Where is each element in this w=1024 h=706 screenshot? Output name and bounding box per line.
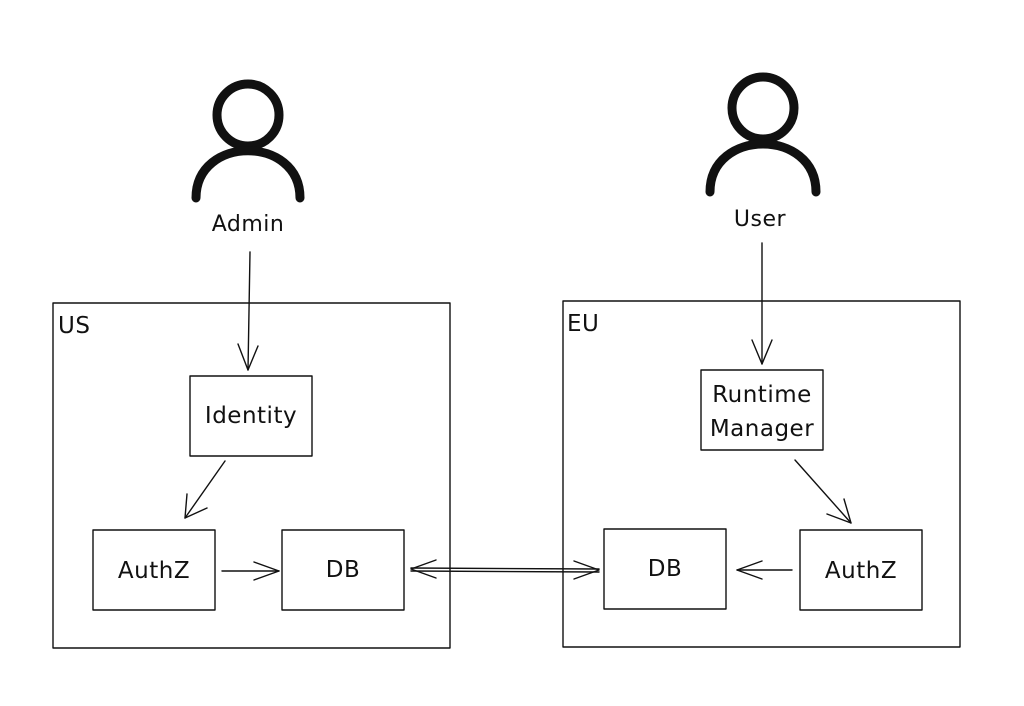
admin-actor[interactable]: Admin <box>191 79 305 237</box>
us-db-label: DB <box>326 557 361 583</box>
us-authz-label: AuthZ <box>118 558 190 584</box>
us-db-box <box>281 529 405 611</box>
us-authz-node[interactable]: AuthZ <box>92 529 216 611</box>
user-person-icon <box>705 72 821 197</box>
identity-to-authz-arrow <box>184 460 226 519</box>
us-region-border <box>52 302 451 649</box>
admin-to-identity-arrow <box>237 251 259 371</box>
identity-box <box>189 375 313 457</box>
eu-authz-to-eu-db-arrow <box>736 560 793 580</box>
user-to-runtime-arrow <box>751 242 773 365</box>
eu-authz-box <box>799 529 923 611</box>
eu-db-box <box>603 528 727 610</box>
runtime-manager-label-line1: Runtime <box>712 382 812 408</box>
user-actor[interactable]: User <box>705 72 821 232</box>
eu-db-node[interactable]: DB <box>603 528 727 610</box>
edges <box>184 242 852 581</box>
eu-region[interactable]: EU Runtime Manager DB AuthZ <box>562 300 961 648</box>
runtime-manager-box <box>700 369 824 451</box>
us-region[interactable]: US Identity AuthZ DB <box>52 302 451 649</box>
eu-authz-label: AuthZ <box>825 558 897 584</box>
eu-region-label: EU <box>567 311 599 337</box>
admin-label: Admin <box>212 212 285 237</box>
eu-db-label: DB <box>648 556 683 582</box>
us-db-node[interactable]: DB <box>281 529 405 611</box>
runtime-manager-node[interactable]: Runtime Manager <box>700 369 824 451</box>
admin-person-icon <box>191 79 305 203</box>
us-authz-box <box>92 529 216 611</box>
runtime-manager-label-line2: Manager <box>710 416 814 442</box>
identity-node[interactable]: Identity <box>189 375 313 457</box>
us-region-label: US <box>58 313 90 339</box>
identity-label: Identity <box>205 403 297 429</box>
eu-authz-node[interactable]: AuthZ <box>799 529 923 611</box>
user-label: User <box>734 207 787 232</box>
runtime-to-authz-arrow <box>794 459 852 524</box>
authz-to-us-db-arrow <box>221 561 280 581</box>
us-db-eu-db-sync-arrow <box>410 559 600 580</box>
